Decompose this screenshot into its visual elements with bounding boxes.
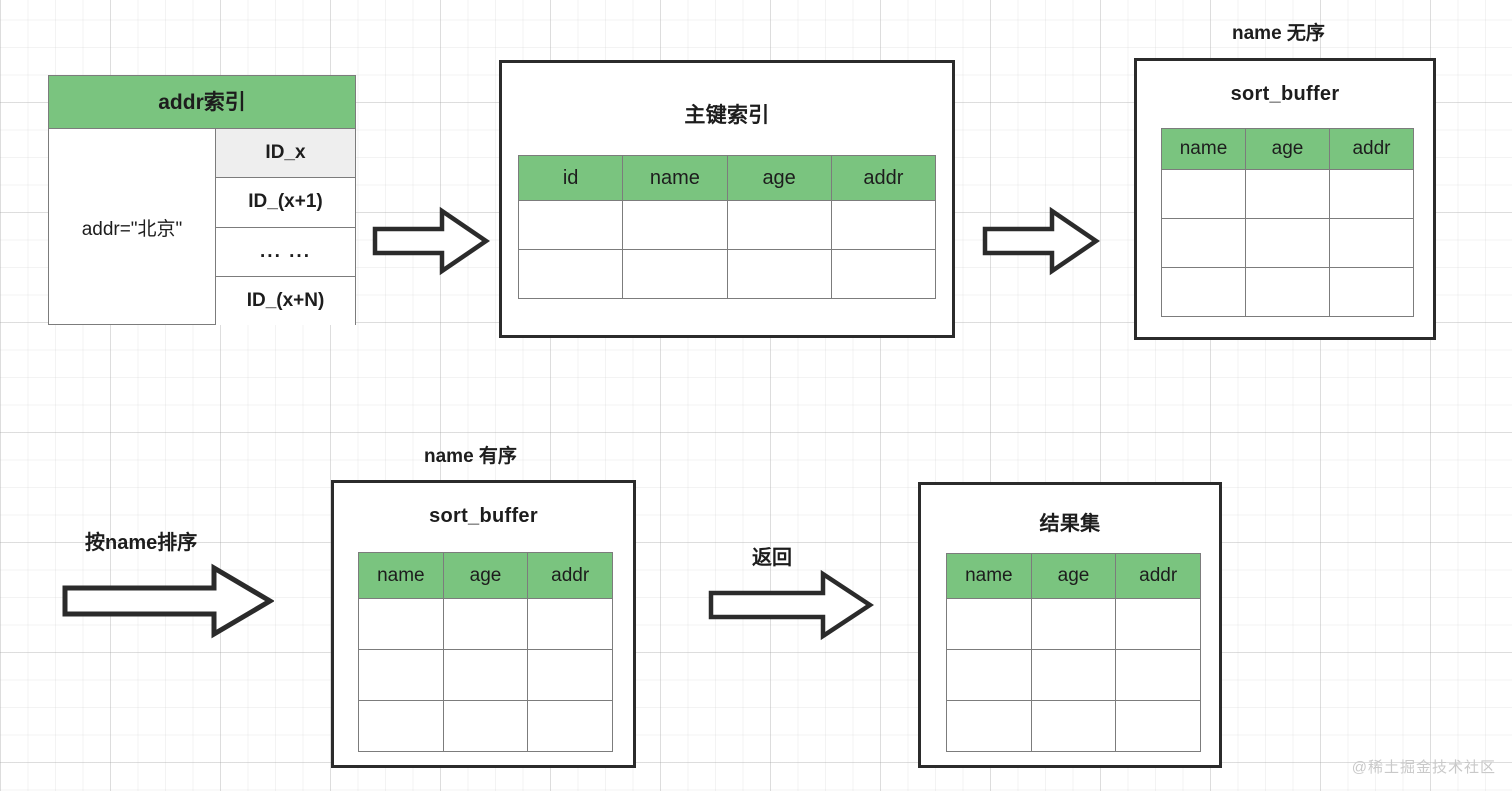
table-cell — [358, 700, 444, 752]
column-header: age — [442, 552, 529, 599]
table-cell — [1030, 649, 1117, 701]
table-cell — [1115, 649, 1201, 701]
table-cell — [527, 700, 613, 752]
table-row — [946, 649, 1201, 701]
table-cell — [1030, 598, 1117, 650]
table-cell — [358, 649, 444, 701]
table-row — [358, 598, 613, 650]
column-header: name — [358, 552, 444, 599]
table-row — [517, 200, 937, 250]
addr-id-row: ID_(x+1) — [216, 178, 355, 228]
primary-key-index-title: 主键索引 — [684, 104, 770, 127]
column-header: addr — [1329, 128, 1414, 170]
arrow-return — [708, 569, 874, 641]
table-row — [1161, 267, 1414, 317]
addr-index-title: addr索引 — [49, 76, 355, 129]
primary-key-index-table: id name age addr — [517, 155, 937, 299]
sort-buffer-unsorted-table: name age addr — [1161, 128, 1414, 317]
table-header-row: name age addr — [1161, 128, 1414, 170]
table-row — [946, 598, 1201, 650]
addr-id-row: ID_(x+N) — [216, 276, 355, 325]
table-cell — [527, 649, 613, 701]
table-cell — [1329, 169, 1414, 219]
table-cell — [1245, 267, 1330, 317]
sort-buffer-sorted-table: name age addr — [358, 552, 613, 752]
addr-id-row: ... ... — [216, 227, 355, 277]
addr-condition-cell: addr="北京" — [49, 129, 216, 325]
label-return: 返回 — [752, 547, 792, 569]
table-cell — [946, 700, 1032, 752]
table-cell — [1030, 700, 1117, 752]
arrow-pk-to-sortbuffer — [982, 205, 1100, 277]
table-cell — [442, 649, 529, 701]
addr-id-list: ID_x ID_(x+1) ... ... ID_(x+N) — [216, 129, 355, 325]
table-cell — [517, 249, 624, 299]
column-header: age — [726, 155, 832, 201]
table-cell — [1329, 267, 1414, 317]
label-name-sorted: name 有序 — [424, 446, 517, 467]
table-cell — [1245, 169, 1330, 219]
addr-index-table: addr索引 addr="北京" ID_x ID_(x+1) ... ... I… — [48, 75, 356, 325]
column-header: addr — [830, 155, 937, 201]
table-cell — [1161, 218, 1246, 268]
table-cell — [1161, 169, 1246, 219]
table-row — [1161, 169, 1414, 219]
table-cell — [1115, 700, 1201, 752]
column-header: addr — [1115, 553, 1201, 599]
table-cell — [830, 200, 937, 250]
column-header: age — [1245, 128, 1330, 170]
sort-buffer-sorted-title: sort_buffer — [429, 505, 538, 527]
table-cell — [527, 598, 613, 650]
table-cell — [946, 649, 1032, 701]
table-cell — [946, 598, 1032, 650]
label-name-unsorted: name 无序 — [1232, 23, 1325, 44]
column-header: name — [1161, 128, 1246, 170]
sort-buffer-sorted-box: sort_buffer name age addr — [331, 480, 636, 768]
table-cell — [1161, 267, 1246, 317]
column-header: id — [517, 155, 624, 201]
arrow-sort-by-name — [62, 562, 274, 640]
table-cell — [830, 249, 937, 299]
table-cell — [442, 700, 529, 752]
table-cell — [726, 249, 832, 299]
table-header-row: id name age addr — [517, 155, 937, 201]
addr-index-body: addr="北京" ID_x ID_(x+1) ... ... ID_(x+N) — [49, 129, 355, 325]
table-row — [358, 649, 613, 701]
table-cell — [442, 598, 529, 650]
table-header-row: name age addr — [946, 553, 1201, 599]
sort-buffer-unsorted-title: sort_buffer — [1230, 83, 1340, 105]
watermark: @稀土掘金技术社区 — [1351, 759, 1496, 776]
table-row — [358, 700, 613, 752]
column-header: addr — [527, 552, 613, 599]
result-set-table: name age addr — [946, 553, 1201, 752]
table-cell — [358, 598, 444, 650]
result-set-title: 结果集 — [1039, 513, 1101, 535]
table-row — [946, 700, 1201, 752]
column-header: name — [622, 155, 728, 201]
table-cell — [622, 249, 728, 299]
arrow-addr-to-pk — [372, 205, 490, 277]
table-cell — [1115, 598, 1201, 650]
primary-key-index-box: 主键索引 id name age addr — [499, 60, 955, 338]
addr-id-row: ID_x — [216, 129, 355, 179]
table-row — [1161, 218, 1414, 268]
label-sort-by-name: 按name排序 — [85, 532, 198, 554]
sort-buffer-unsorted-box: sort_buffer name age addr — [1134, 58, 1436, 340]
column-header: age — [1030, 553, 1117, 599]
table-cell — [1329, 218, 1414, 268]
column-header: name — [946, 553, 1032, 599]
table-cell — [517, 200, 624, 250]
result-set-box: 结果集 name age addr — [918, 482, 1222, 768]
table-cell — [726, 200, 832, 250]
table-row — [517, 249, 937, 299]
table-cell — [622, 200, 728, 250]
table-header-row: name age addr — [358, 552, 613, 599]
table-cell — [1245, 218, 1330, 268]
